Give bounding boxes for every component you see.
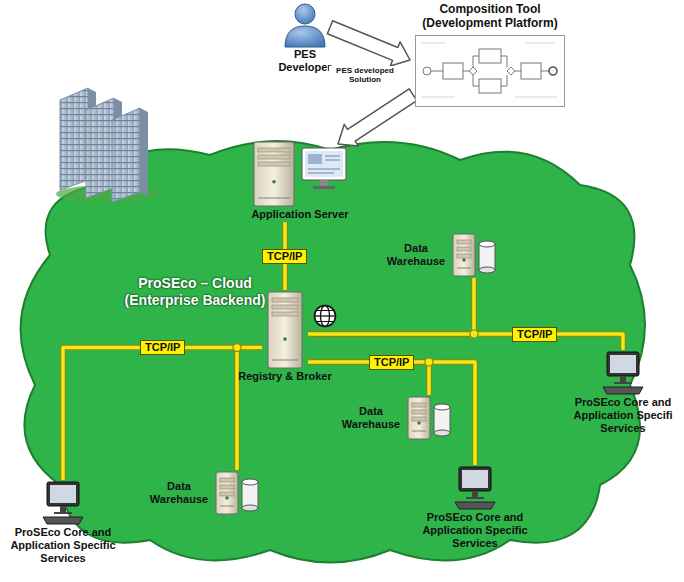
- protocol-label: TCP/IP: [140, 340, 185, 355]
- junction-dot: [233, 344, 241, 352]
- node-label: ProSEco Core and Application Specific Se…: [2, 526, 124, 566]
- computer-icon: [599, 350, 647, 396]
- junction-dot: [425, 358, 433, 366]
- wire-outline: [308, 278, 474, 334]
- protocol-label: TCP/IP: [369, 355, 414, 370]
- dw-node: Data Warehause: [340, 395, 452, 441]
- icon-holder: [406, 395, 452, 441]
- composition-tool-screenshot: [415, 35, 565, 107]
- edge-note: PES developed Solution: [329, 66, 401, 84]
- icon-holder: [250, 140, 350, 208]
- tcp-ip-wire: [308, 278, 474, 334]
- node-label: ProSEco Core and Application Specific Se…: [410, 511, 540, 551]
- icon-holder: [214, 470, 260, 516]
- broker-server-icon: [262, 290, 308, 370]
- tcp-ip-wire: [308, 362, 475, 465]
- globe-icon: [313, 304, 337, 328]
- node-label: Data Warehause: [148, 480, 210, 506]
- protocol-label: TCP/IP: [262, 249, 307, 264]
- dw-node: Data Warehause: [148, 470, 260, 516]
- junction-dot: [470, 330, 478, 338]
- person-icon: [283, 2, 327, 48]
- protocol-label: TCP/IP: [512, 327, 557, 342]
- tcp-ip-wire: [63, 348, 262, 480]
- dw-node: Data Warehause: [385, 232, 497, 278]
- node-label: Data Warehause: [385, 242, 447, 268]
- node-label: Application Server: [251, 208, 348, 221]
- data-warehouse-icon: [451, 232, 497, 278]
- region-title: ProSEco – Cloud (Enterprise Backend): [105, 275, 285, 309]
- node-label: PES Developer: [273, 48, 337, 74]
- pc-node: ProSEco Core and Application Specifi Ser…: [566, 350, 680, 436]
- node-label: Composition Tool (Development Platform): [405, 2, 575, 31]
- app-node: Application Server: [240, 140, 360, 221]
- node-label: Data Warehause: [340, 405, 402, 431]
- hollow-arrow: [327, 21, 410, 66]
- icon-holder: [451, 465, 499, 511]
- computer-icon: [39, 480, 87, 526]
- building-illustration: [50, 80, 160, 205]
- tcp-ip-wire: [237, 348, 262, 470]
- icon-holder: [415, 35, 565, 107]
- hollow-arrow: [338, 89, 417, 146]
- icon-holder: [599, 350, 647, 396]
- icon-holder: [262, 290, 308, 370]
- data-warehouse-icon: [214, 470, 260, 516]
- wire-outline: [308, 362, 475, 465]
- node-label: Registry & Broker: [238, 370, 332, 383]
- icon-holder: [451, 232, 497, 278]
- wire-outline: [63, 348, 262, 480]
- pc-node: ProSEco Core and Application Specific Se…: [2, 480, 124, 566]
- icon-holder: [39, 480, 87, 526]
- wire-outline: [237, 348, 262, 470]
- computer-icon: [451, 465, 499, 511]
- icon-holder: [283, 2, 327, 48]
- node-label: ProSEco Core and Application Specifi Ser…: [566, 396, 680, 436]
- application-server-icon: [250, 140, 350, 208]
- pc-node: ProSEco Core and Application Specific Se…: [410, 465, 540, 551]
- data-warehouse-icon: [406, 395, 452, 441]
- tool-node: Composition Tool (Development Platform): [405, 2, 575, 107]
